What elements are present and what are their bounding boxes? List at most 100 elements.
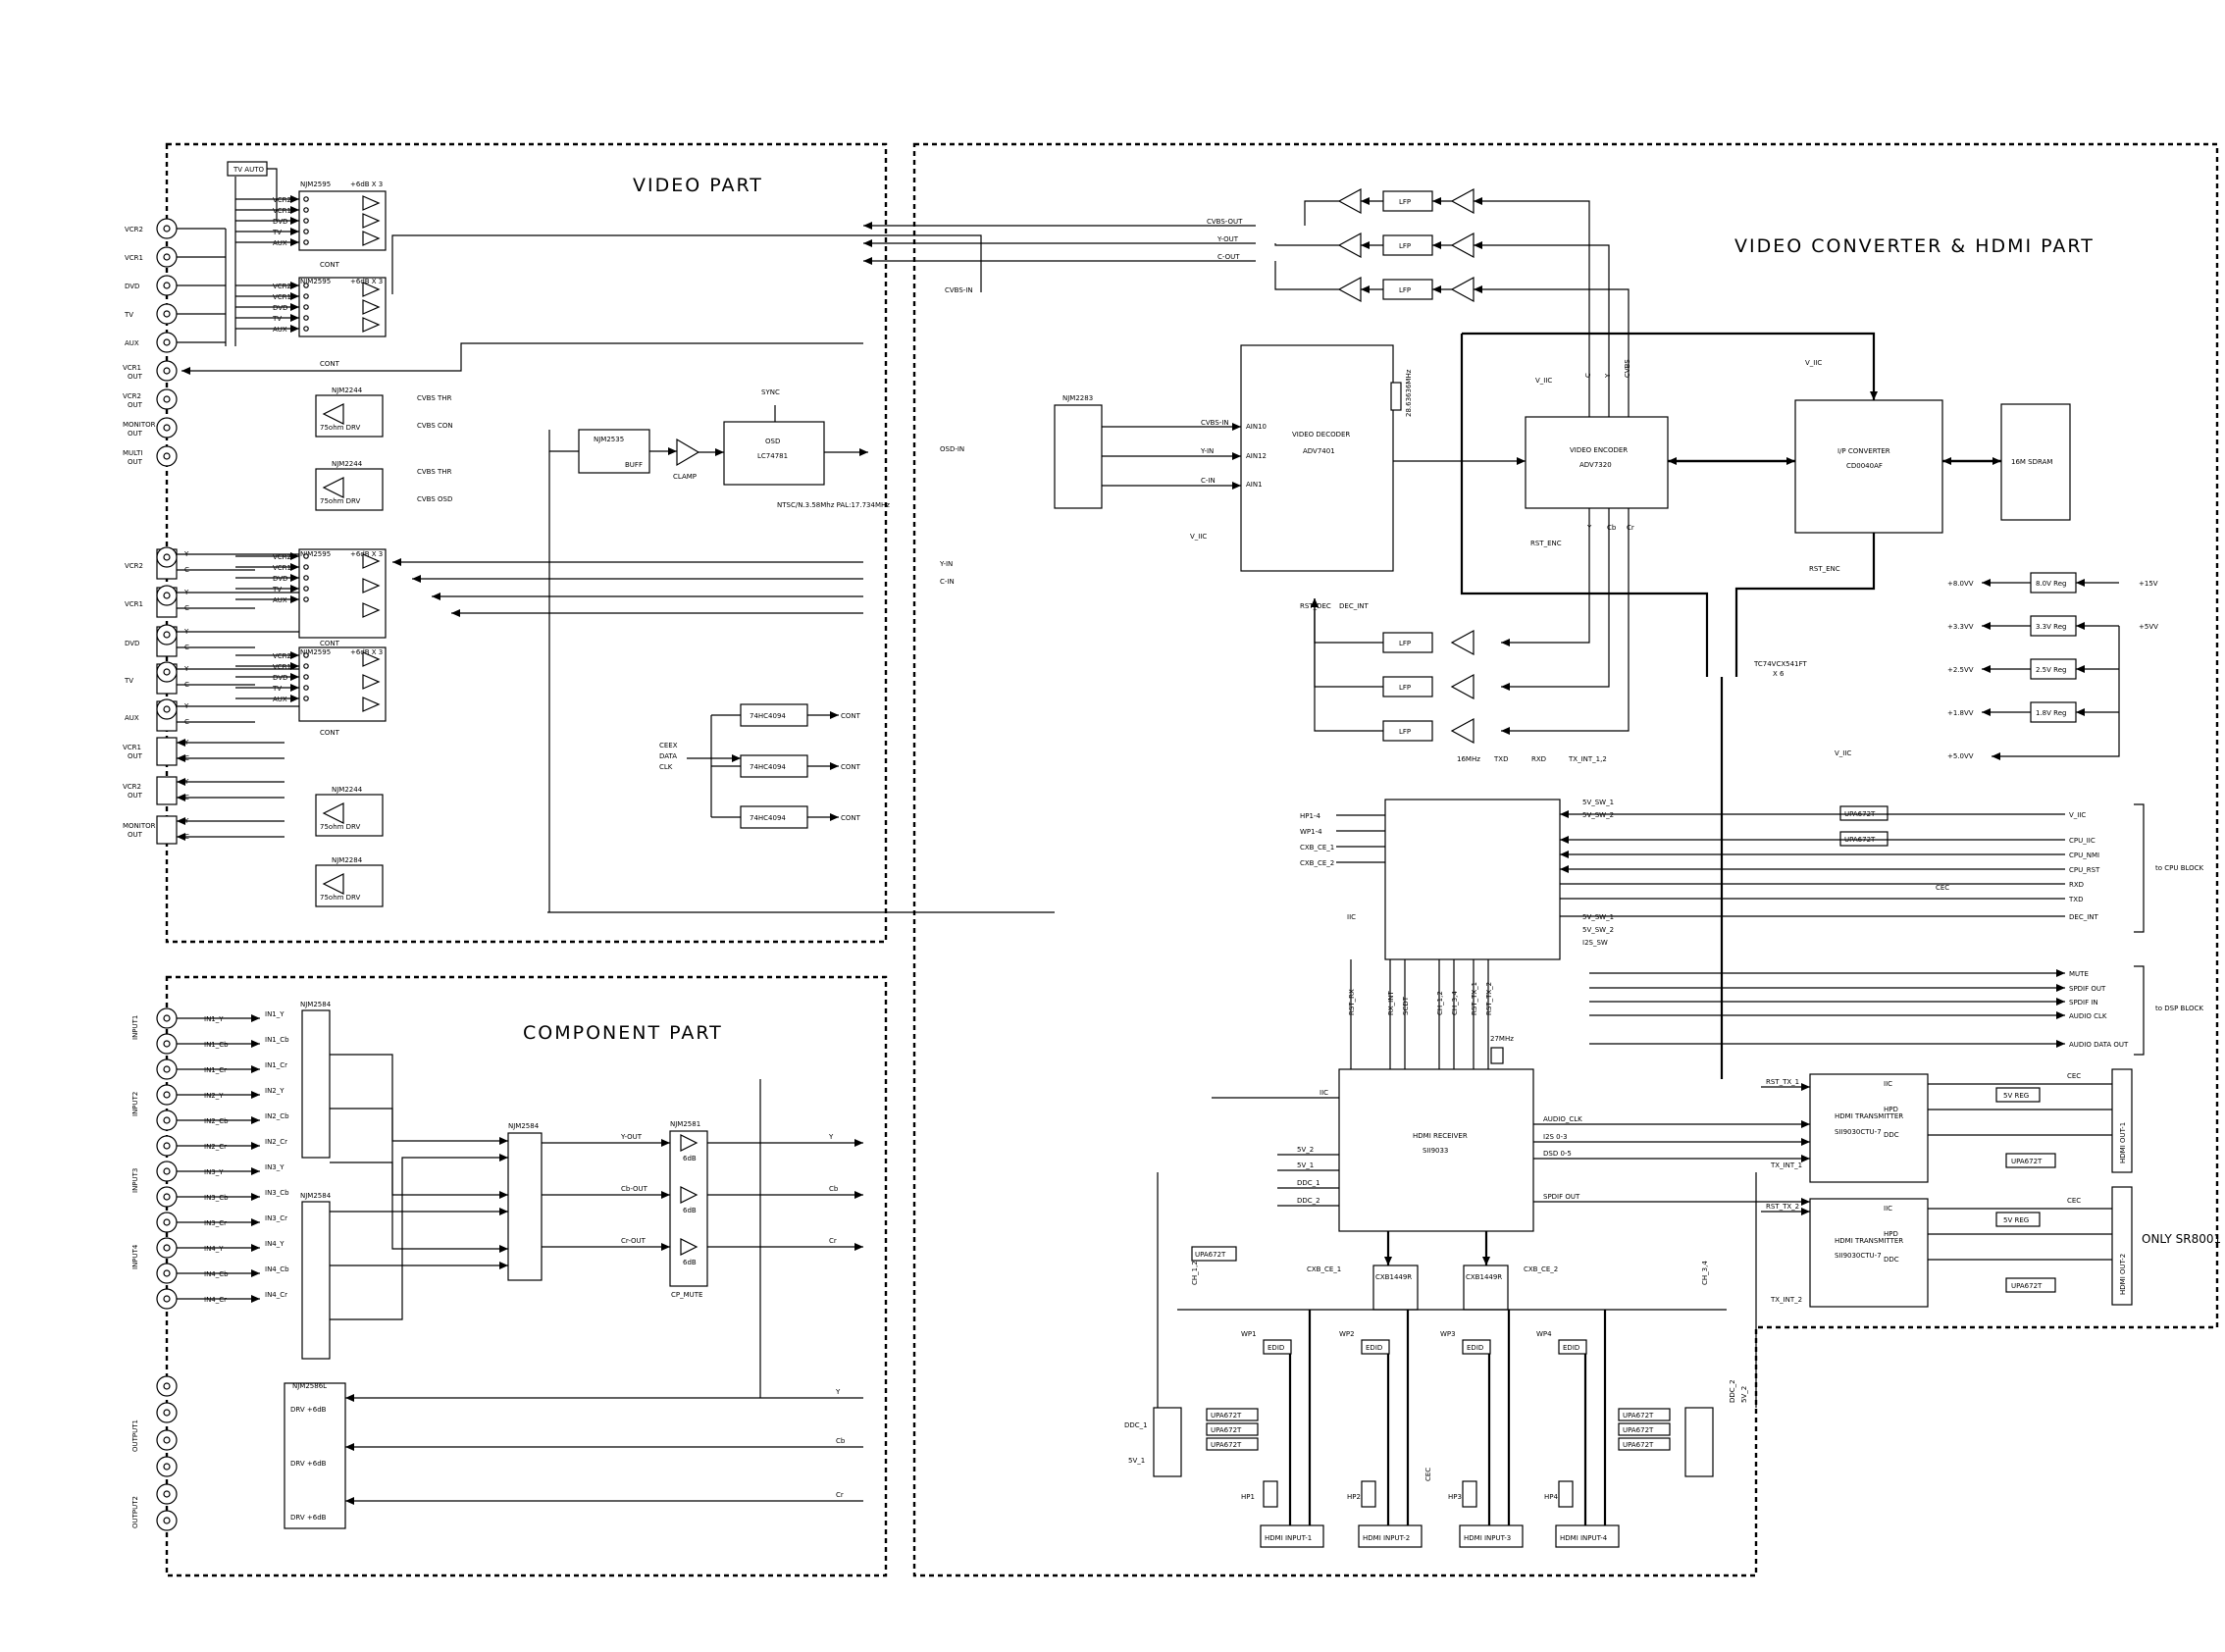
reg-label: 5V REG [2003,1092,2029,1100]
jack-pin [163,1116,171,1124]
switch-input-label: VCR1 [273,207,291,215]
component-jack-label: IN1_Cr [204,1066,227,1074]
switch-input-label: DVD [273,218,287,226]
tx-int-label: TX_INT_1 [1770,1162,1802,1169]
shift-register-label: 74HC4094 [750,712,786,720]
osd-chip-label: LC74781 [757,452,788,460]
amplifier-symbol [362,195,381,211]
cont-label: CONT [320,261,340,269]
composite-jack-label: VCR1 [125,254,143,262]
power-out-label: +3.3VV [1947,623,1974,631]
jack-pin [163,1490,171,1498]
composite-out-label: OUT [128,401,143,409]
ain-10: AIN10 [1246,423,1267,431]
composite-jack-label: AUX [125,339,139,347]
transmitter-pin: IIC [1884,1205,1892,1213]
output-label: OUTPUT2 [131,1496,139,1528]
component-switch-input: IN4_Cb [265,1265,289,1273]
hdmi-out-1-label: HDMI OUT-1 [2119,1122,2127,1163]
wire [1501,508,1630,735]
regulator-label: 8.0V Reg [2036,580,2066,588]
signal-label: Cr [829,1237,837,1245]
wire [2134,803,2145,933]
component-out-label: Y-OUT [620,1133,643,1141]
tx-int-label: TX_INT_2 [1770,1296,1802,1304]
amplifier-symbol [1450,629,1475,656]
dsp-signal-label: SPDIF OUT [2069,985,2106,993]
tv-auto-label: TV AUTO [233,166,264,174]
wire [330,1054,508,1145]
svideo-jack-label: VCR1 [125,600,143,608]
signal-label: Y [828,1133,834,1141]
switch-contact [303,663,309,669]
upa-box [1206,1437,1259,1451]
cp-switch-c-label: NJM2584 [508,1122,540,1130]
jack-pin [163,1382,171,1390]
amplifier-symbol [1450,232,1475,259]
cpu-bottom-pin: RST_RX [1348,989,1356,1015]
switch-contact [303,293,309,299]
switch-input-label: DVD [273,304,287,312]
composite-jack-label: VCR2 [125,226,143,233]
lpf-label: LFP [1399,728,1411,736]
osd-label: OSD [765,438,780,445]
wire [2134,965,2145,1056]
amplifier-symbol [362,553,381,569]
wire [1304,200,1339,226]
jack-pin [163,1463,171,1471]
hdmi-input-label: HDMI INPUT-2 [1363,1534,1410,1542]
driver-chip-label: NJM2284 [332,856,363,864]
wire [1311,598,1383,732]
edid-label: EDID [1268,1344,1284,1352]
ip-label: I/P CONVERTER [1837,447,1890,455]
wire [1501,200,1590,417]
receiver-left-pin: 5V_1 [1297,1162,1314,1169]
switch-contact [303,283,309,288]
svideo-connector [156,776,178,805]
wire [391,234,982,294]
lpf-label: LFP [1399,242,1411,250]
hdmi-input-box [1260,1524,1324,1548]
composite-jack-label: TV [124,311,133,319]
cpu-right-pin: I2S_SW [1582,939,1608,947]
power-out-label: +8.0VV [1947,580,1974,588]
wp-label: WP3 [1440,1330,1456,1338]
sdram [2000,403,2071,521]
ddc-label: 5V_1 [1128,1457,1145,1465]
cont-label: CONT [320,360,340,368]
switch-contact [303,315,309,321]
receiver-right-pin: SPDIF OUT [1543,1193,1580,1201]
switch-chip-label: NJM2595 [300,278,331,285]
jack-pin [163,367,171,375]
ddc-switch [1153,1407,1182,1477]
decoder-chip-label: ADV7401 [1303,447,1335,455]
shift-register-label: 74HC4094 [750,763,786,771]
upa-box [2005,1277,2056,1293]
transmitter-1-chip: SII9030CTU-7 [1835,1128,1882,1136]
cx-ce-2-label: CXB_CE_2 [1524,1265,1558,1273]
upa-label: UPA672T [1211,1441,1242,1449]
switch-input-label: VCR1 [273,663,291,671]
jack-pin [163,1065,171,1073]
cec-mid-label: CEC [1424,1468,1432,1481]
switch-input-label: VCR1 [273,564,291,572]
driver-label: 75ohm DRV [320,497,361,505]
amplifier-symbol [1450,717,1475,745]
composite-out-label: MONITOR [123,421,156,429]
component-jack-label: IN1_Cb [204,1041,229,1049]
cp-switch-b-label: NJM2584 [300,1192,332,1200]
receiver-right-pin: DSD 0-5 [1543,1150,1572,1158]
amplifier-symbol [362,282,381,297]
receiver-left-pin: DDC_2 [1297,1197,1320,1205]
gain-label: 6dB [683,1155,697,1162]
cpu-left-pin: HP1-4 [1300,812,1320,820]
composite-out-label: OUT [128,458,143,466]
component-part-title: COMPONENT PART [523,1022,723,1044]
shift-register-label: 74HC4094 [750,814,786,822]
ddc-label: DDC_2 [1729,1379,1736,1403]
switch-contact [303,304,309,310]
driver-chip-label: NJM2244 [332,460,363,468]
cp-driver [284,1382,346,1529]
svideo-out-label: OUT [128,831,143,839]
